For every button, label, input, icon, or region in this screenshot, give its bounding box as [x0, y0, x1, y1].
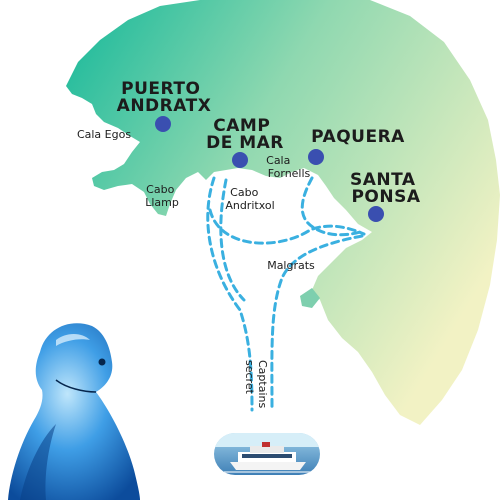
label-camp-de-mar: CAMP DE MAR: [206, 116, 284, 153]
label-cabo-andritxol: Cabo Andritxol: [225, 186, 274, 212]
label-cala-egos: Cala Egos: [77, 128, 131, 141]
route-return: [270, 234, 364, 412]
islet: [300, 288, 320, 308]
label-santa-ponsa: SANTA PONSA: [350, 170, 422, 207]
label-puerto-andratx: PUERTO ANDRATX: [117, 79, 212, 116]
label-malgrats: Malgrats: [267, 259, 315, 272]
marker-santa-ponsa[interactable]: [368, 206, 384, 222]
marker-paquera[interactable]: [308, 149, 324, 165]
dolphin-icon: [8, 323, 140, 500]
route-to-santa-ponsa: [208, 208, 366, 245]
marker-camp-de-mar[interactable]: [232, 152, 248, 168]
route-inner: [219, 178, 246, 302]
boat-route: [206, 176, 366, 412]
route-outer: [206, 176, 254, 412]
boat-icon: [214, 433, 320, 475]
coastline-land: [66, 0, 500, 425]
marker-puerto-andratx[interactable]: [155, 116, 171, 132]
route-loop-fornells: [300, 176, 362, 237]
label-cala-fornells: Cala Fornells: [266, 154, 310, 180]
label-paquera: PAQUERA: [311, 127, 405, 147]
label-captains-secret: Captains secret: [243, 360, 269, 412]
label-cabo-llamp: Cabo Llamp: [145, 183, 179, 209]
